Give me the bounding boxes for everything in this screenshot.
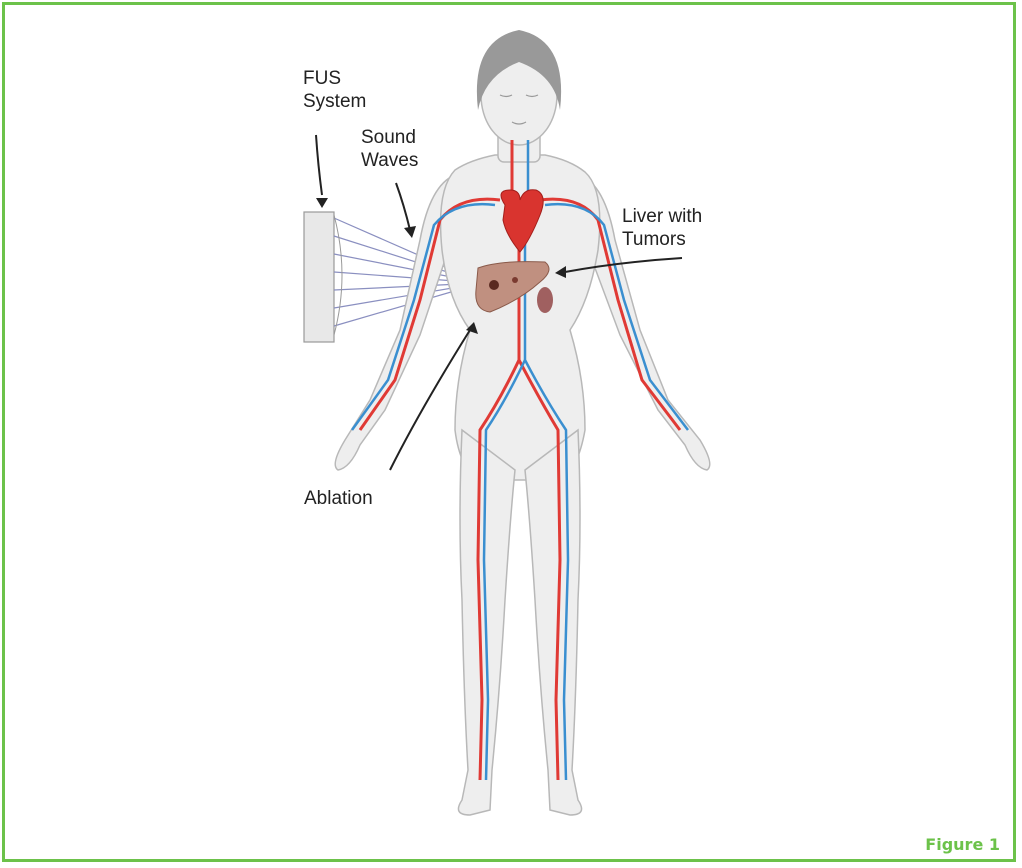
label-fus-line1: FUS — [303, 67, 366, 90]
fus-transducer — [304, 212, 334, 342]
label-sound-waves: Sound Waves — [361, 126, 418, 172]
label-liver-line2: Tumors — [622, 228, 702, 251]
label-sound-line2: Waves — [361, 149, 418, 172]
label-ablation: Ablation — [304, 487, 373, 510]
label-fus-line2: System — [303, 90, 366, 113]
figure-caption: Figure 1 — [925, 835, 1000, 854]
tumor — [512, 277, 518, 283]
kidney — [537, 287, 553, 313]
label-fus-system: FUS System — [303, 67, 366, 113]
tumor — [489, 280, 499, 290]
fus-cone — [334, 215, 342, 335]
label-sound-line1: Sound — [361, 126, 418, 149]
label-liver-tumors: Liver with Tumors — [622, 205, 702, 251]
label-liver-line1: Liver with — [622, 205, 702, 228]
